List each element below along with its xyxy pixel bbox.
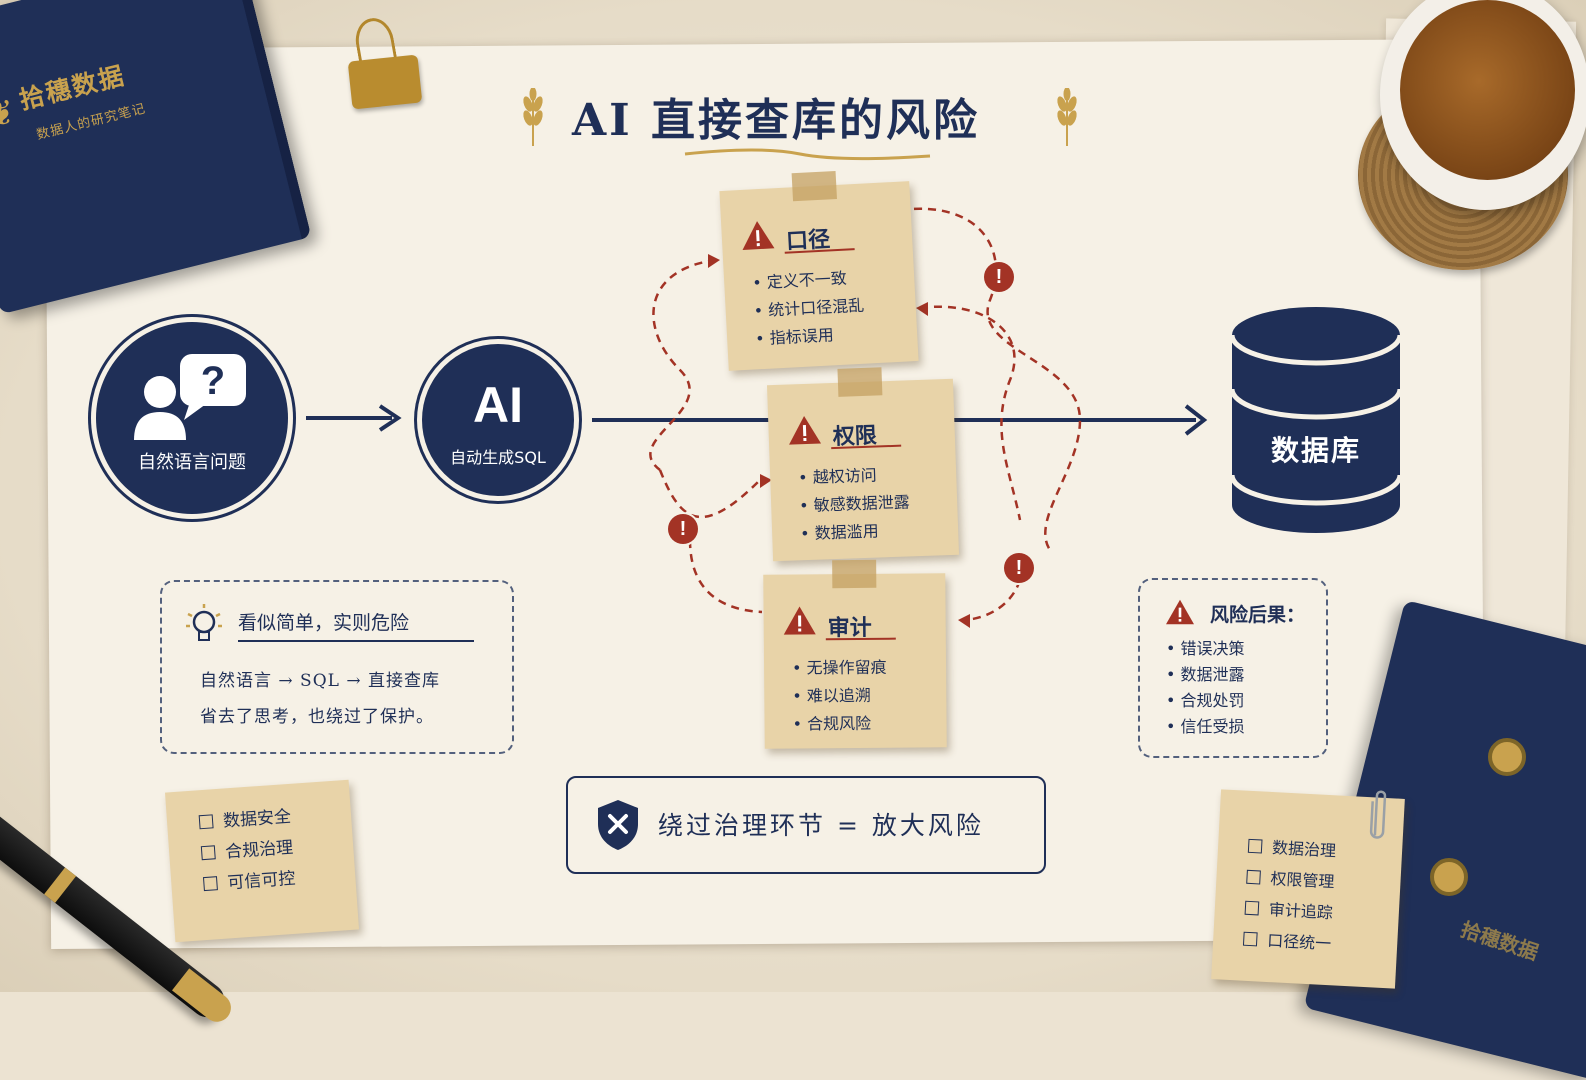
warning-icon xyxy=(783,606,816,635)
checklist: 数据治理 权限管理 审计追踪 口径统一 xyxy=(1242,831,1337,960)
checklist-label: 数据治理 xyxy=(1271,838,1337,861)
risk-arrowhead-1 xyxy=(708,254,720,268)
envelope-button xyxy=(1430,858,1468,896)
tape xyxy=(837,367,883,397)
consequence-item: 错误决策 xyxy=(1166,636,1245,662)
title-underline xyxy=(684,148,931,161)
checklist-label: 数据安全 xyxy=(222,806,292,832)
database-icon xyxy=(1229,307,1403,533)
user-question-icon: ? xyxy=(134,354,246,440)
note-item: 统计口径混乱 xyxy=(753,292,865,326)
warning-icon xyxy=(742,221,775,250)
tip-line-1: 自然语言 → SQL → 直接查库 xyxy=(200,671,440,691)
ai-node-label: 自动生成SQL xyxy=(450,448,546,467)
risk-note-audit: 审计 无操作留痕 难以追溯 合规风险 xyxy=(763,559,947,749)
checkbox-icon xyxy=(1247,838,1263,854)
tip-line-2: 省去了思考，也绕过了保护。 xyxy=(200,707,434,727)
checklist: 数据安全 合规治理 可信可控 xyxy=(198,802,296,901)
consequence-item: 数据泄露 xyxy=(1166,662,1245,688)
risk-arrowhead-3 xyxy=(916,302,928,316)
risk-note-permission: 权限 越权访问 敏感数据泄露 数据滥用 xyxy=(766,367,960,562)
tip-underline xyxy=(238,640,474,642)
note-item: 无操作留痕 xyxy=(792,654,887,683)
risk-arrowhead-4 xyxy=(958,614,970,628)
paperclip-icon xyxy=(1369,790,1387,839)
note-item: 指标误用 xyxy=(754,320,866,354)
consequence-item: 信任受损 xyxy=(1166,714,1245,740)
checklist-item: 权限管理 xyxy=(1246,862,1336,898)
note-item: 数据滥用 xyxy=(800,516,911,548)
risk-path-5 xyxy=(961,579,1022,622)
wheat-icon-right xyxy=(1057,88,1077,146)
note-underline xyxy=(825,637,896,641)
checkbox-icon xyxy=(1242,931,1258,947)
note-list: 越权访问 敏感数据泄露 数据滥用 xyxy=(798,460,911,548)
checkbox-icon xyxy=(1244,900,1260,916)
alert-icon: ! xyxy=(1004,553,1034,583)
shield-x-icon xyxy=(598,800,638,850)
conclusion-banner: 绕过治理环节 = 放大风险 xyxy=(566,776,1046,874)
note-list: 无操作留痕 难以追溯 合规风险 xyxy=(792,654,887,739)
alert-icon: ! xyxy=(668,514,698,544)
checklist-label: 口径统一 xyxy=(1266,930,1332,954)
checklist-item: 口径统一 xyxy=(1242,924,1332,960)
checkbox-icon xyxy=(202,876,218,892)
checkbox-icon xyxy=(198,814,214,830)
ai-node-title: AI xyxy=(473,377,523,433)
note-item: 敏感数据泄露 xyxy=(799,488,910,520)
consequence-item: 合规处罚 xyxy=(1166,688,1245,714)
risk-path-2 xyxy=(658,469,761,519)
risk-path-1 xyxy=(649,258,717,471)
title-area: AI 直接查库的风险 xyxy=(520,78,1080,158)
user-question-node: ? 自然语言问题 xyxy=(96,322,288,514)
checklist-note-right: 数据治理 权限管理 审计追踪 口径统一 xyxy=(1211,789,1405,989)
alert-icon: ! xyxy=(984,262,1014,292)
checklist-item: 数据治理 xyxy=(1247,831,1337,867)
database-label: 数据库 xyxy=(1270,434,1361,467)
checklist-label: 权限管理 xyxy=(1269,869,1335,892)
note-item: 越权访问 xyxy=(798,460,909,492)
user-node-label: 自然语言问题 xyxy=(138,452,246,473)
checklist-label: 审计追踪 xyxy=(1268,899,1334,923)
warning-icon xyxy=(789,416,822,445)
ai-node: AI 自动生成SQL xyxy=(422,344,574,496)
risk-path-4 xyxy=(919,305,1022,521)
warning-icon xyxy=(1166,599,1194,625)
envelope-button xyxy=(1488,738,1526,776)
svg-text:?: ? xyxy=(201,359,225,403)
tape xyxy=(832,559,877,589)
lightbulb-icon xyxy=(186,604,222,641)
checkbox-icon xyxy=(1246,869,1261,885)
checklist-note-left: 数据安全 合规治理 可信可控 xyxy=(164,779,360,943)
risk-path-3 xyxy=(899,207,1082,551)
consequences-box: 风险后果： 错误决策 数据泄露 合规处罚 信任受损 xyxy=(1138,578,1328,758)
arrowhead-1 xyxy=(378,404,402,432)
banner-text: 绕过治理环节 = 放大风险 xyxy=(658,811,984,840)
tape xyxy=(791,170,837,202)
checklist-label: 合规治理 xyxy=(224,837,294,863)
note-list: 定义不一致 统计口径混乱 指标误用 xyxy=(752,264,867,354)
page-title: AI 直接查库的风险 xyxy=(572,95,981,146)
consequences-list: 错误决策 数据泄露 合规处罚 信任受损 xyxy=(1166,636,1245,740)
consequences-heading: 风险后果： xyxy=(1210,604,1306,626)
checklist-item: 审计追踪 xyxy=(1244,893,1334,929)
risk-note-caliber: 口径 定义不一致 统计口径混乱 指标误用 xyxy=(719,170,919,371)
note-item: 难以追溯 xyxy=(792,682,887,711)
database-node: 数据库 xyxy=(1229,305,1403,535)
wheat-icon-left xyxy=(523,88,543,146)
tea xyxy=(1400,0,1575,180)
note-item: 合规风险 xyxy=(792,710,887,739)
checkbox-icon xyxy=(200,845,216,861)
checklist-label: 可信可控 xyxy=(226,868,297,894)
arrowhead-2 xyxy=(1184,404,1208,436)
checklist-item: 可信可控 xyxy=(202,864,296,901)
tip-box: 看似简单，实则危险 自然语言 → SQL → 直接查库 省去了思考，也绕过了保护… xyxy=(160,580,514,754)
tip-heading: 看似简单，实则危险 xyxy=(238,612,410,634)
risk-path-6 xyxy=(688,539,763,614)
risk-arrowhead-2 xyxy=(760,474,772,488)
